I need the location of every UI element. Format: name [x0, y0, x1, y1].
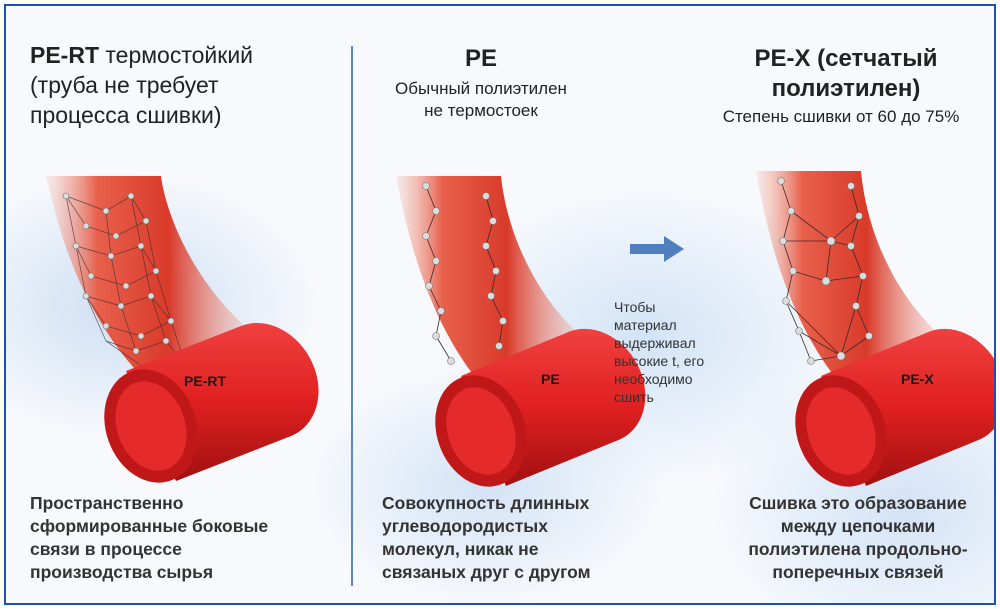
note-line: необходимо: [614, 371, 693, 387]
pex-pipe-wall: [756, 171, 941, 396]
pe-pipe-label: PE: [541, 371, 560, 387]
pert-caption-line: производства сырья: [30, 562, 214, 582]
pert-caption-line: Пространственно: [30, 493, 184, 513]
pert-caption-line: сформированные боковые: [30, 516, 269, 536]
pert-title-rest: термостойкий: [99, 42, 254, 68]
pe-pipe-wall: [396, 176, 581, 396]
pe-subtitle: Обычный полиэтилен не термостоек: [361, 78, 601, 122]
pex-caption-line: поперечных связей: [772, 562, 944, 582]
frame: PE-RT термостойкий (труба не требует про…: [4, 4, 996, 605]
crosslink-note: Чтобы материал выдерживал высокие t, его…: [614, 298, 724, 406]
pex-pipe-illustration: PE-X: [756, 171, 994, 487]
pert-title-line3: процесса сшивки): [30, 102, 222, 128]
pe-subtitle-line: не термостоек: [424, 101, 538, 120]
pe-caption-line: Совокупность длинных: [382, 493, 590, 513]
note-line: сшить: [614, 389, 654, 405]
pex-caption-line: Сшивка это образование: [749, 493, 967, 513]
divider: [351, 46, 353, 586]
pe-pipe-opening: [446, 387, 516, 475]
note-line: Чтобы: [614, 299, 656, 315]
pert-title: PE-RT термостойкий (труба не требует про…: [30, 40, 330, 130]
pe-caption: Совокупность длинных углеводородистых мо…: [382, 492, 682, 584]
pe-atoms: [422, 182, 507, 365]
pert-title-bold: PE-RT: [30, 42, 99, 68]
right-arrow-icon: [630, 236, 684, 262]
pex-atoms: [777, 177, 873, 365]
pex-title-line: PE-X (сетчатый: [754, 45, 938, 72]
pe-caption-line: углеводородистых: [382, 516, 548, 536]
pe-subtitle-line: Обычный полиэтилен: [395, 79, 567, 98]
pert-caption-line: связи в процессе: [30, 539, 182, 559]
pex-title: PE-X (сетчатый полиэтилен): [711, 44, 981, 104]
pe-caption-line: молекул, никак не: [382, 539, 539, 559]
pe-caption-line: связаных друг с другом: [382, 562, 591, 582]
pert-title-line2: (труба не требует: [30, 72, 219, 98]
pex-title-line: полиэтилен): [771, 75, 921, 102]
pert-caption: Пространственно сформированные боковые с…: [30, 492, 340, 584]
pe-title: PE: [464, 45, 497, 72]
pex-pipe-label: PE-X: [901, 371, 934, 387]
pex-caption: Сшивка это образование между цепочками п…: [728, 492, 988, 584]
pert-pipe-label: PE-RT: [184, 373, 226, 389]
note-line: материал: [614, 317, 677, 333]
pert-pipe-opening: [115, 381, 187, 471]
pe-pipe-illustration: PE: [396, 176, 646, 487]
pex-caption-line: между цепочками: [780, 516, 936, 536]
pex-subtitle: Степень сшивки от 60 до 75%: [722, 107, 960, 126]
note-line: высокие t, его: [614, 353, 705, 369]
pex-pipe-opening: [806, 387, 876, 475]
pex-caption-line: полиэтилена продольно-: [748, 539, 968, 559]
pert-pipe-illustration: PE-RT: [46, 176, 319, 483]
note-line: выдерживал: [614, 335, 696, 351]
